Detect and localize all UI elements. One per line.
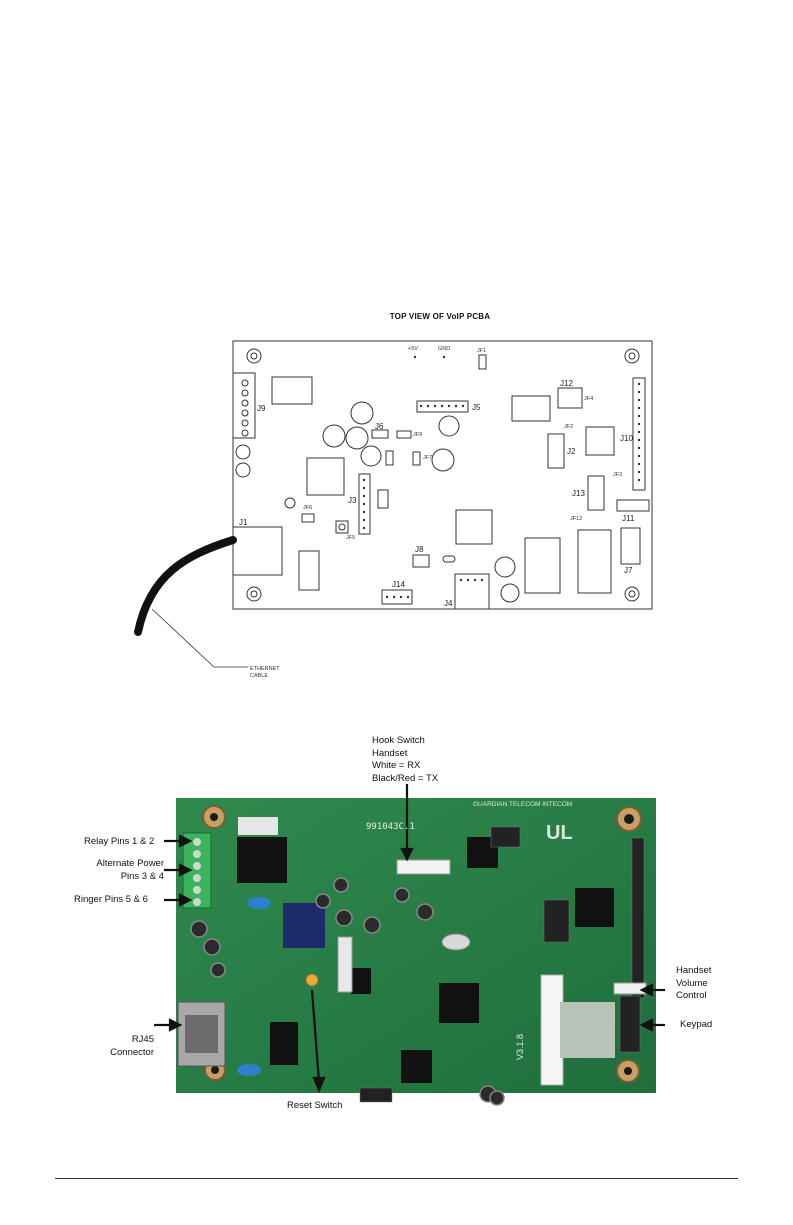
pcba-line-drawing [134, 340, 653, 668]
silkscreen-brand: GUARDIAN TELECOM INTECOM [473, 801, 573, 808]
callout-relay: Relay Pins 1 & 2 [84, 836, 155, 847]
label-jf2: JF2 [564, 424, 574, 430]
callout-rj45: RJ45 Connector [110, 1034, 154, 1058]
label-jf12: JF12 [570, 516, 583, 522]
reset-button [305, 973, 319, 987]
pcb-outline [232, 340, 653, 610]
label-jf1: JF1 [477, 348, 487, 354]
label-j13: J13 [572, 489, 585, 498]
label-j8: J8 [415, 545, 424, 554]
silkscreen-version: V3.1.8 [515, 1033, 525, 1060]
label-j1: J1 [239, 518, 248, 527]
cable-label-line2: CABLE [250, 673, 269, 679]
callout-keypad: Keypad [680, 1019, 713, 1030]
label-jf6: JF6 [303, 505, 313, 511]
label-j2: J2 [567, 447, 576, 456]
label-jf7: JF7 [423, 455, 433, 461]
label-j7: J7 [624, 566, 633, 575]
label-j9: J9 [257, 404, 266, 413]
label-j10: J10 [620, 434, 633, 443]
footer-rule [55, 1178, 738, 1179]
mounting-holes [246, 348, 640, 602]
ethernet-cable [134, 536, 237, 636]
label-gnd: GND [438, 346, 451, 352]
label-j5: J5 [472, 403, 481, 412]
serial-sticker [540, 974, 564, 1086]
cable-leader-line [151, 608, 248, 668]
svg-text:UL: UL [546, 822, 573, 844]
callout-alt-power: Alternate Power Pins 3 & 4 [96, 858, 164, 882]
label-jf5: JF5 [346, 535, 356, 541]
callout-handset-volume: Handset Volume Control [676, 965, 712, 1001]
label-5v: +5V [408, 346, 418, 352]
drawing-title: TOP VIEW OF VoIP PCBA [389, 312, 491, 321]
label-j3: J3 [348, 496, 357, 505]
label-jf4: JF4 [584, 396, 594, 402]
callout-ringer: Ringer Pins 5 & 6 [74, 894, 148, 905]
pcba-photo: UL [154, 784, 665, 1106]
hook-connector [396, 859, 451, 875]
callout-arrows [154, 784, 665, 1093]
label-j4: J4 [444, 599, 453, 608]
label-j14: J14 [392, 580, 405, 589]
silkscreen-part: 991043C.1 [366, 822, 415, 832]
callout-reset: Reset Switch [287, 1100, 343, 1111]
j1-rj45 [232, 526, 283, 576]
label-jf9: JF9 [413, 432, 423, 438]
label-j6: J6 [375, 422, 384, 431]
j9-block [232, 372, 256, 439]
label-j12: J12 [560, 379, 573, 388]
cable-label-line1: ETHERNET [250, 666, 280, 672]
label-jf3: JF3 [613, 472, 623, 478]
callout-hook-switch: Hook Switch Handset White = RX Black/Red… [372, 735, 439, 784]
label-j11: J11 [622, 514, 635, 523]
